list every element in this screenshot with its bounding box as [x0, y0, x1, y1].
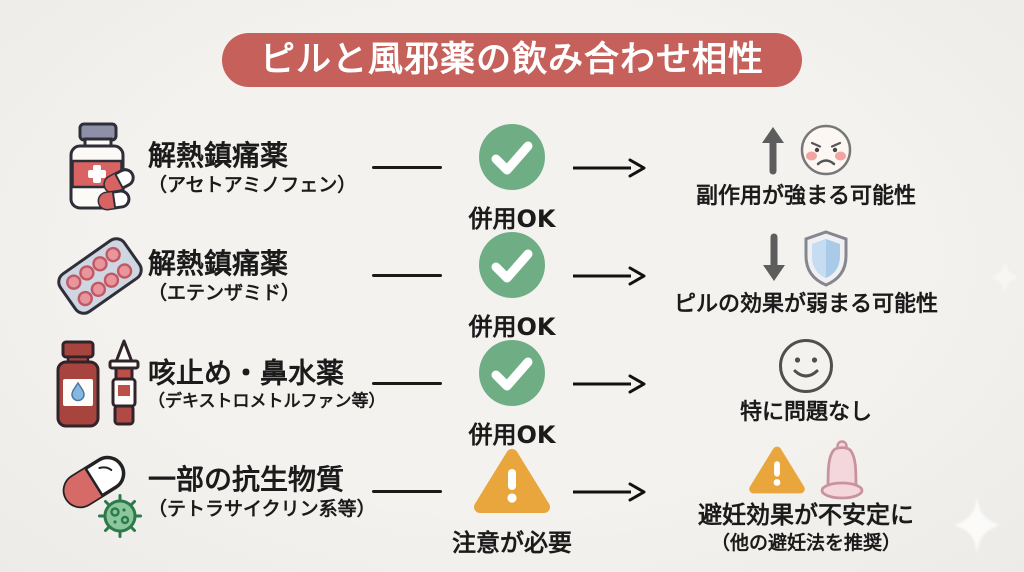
up-arrow-icon [759, 125, 787, 175]
warning-triangle-icon [471, 449, 553, 519]
blister-pack-icon [52, 230, 148, 322]
connector-line [372, 382, 442, 385]
result-group: 副作用が強まる可能性 [638, 122, 974, 210]
row-acetaminophen: 解熱鎮痛薬 （アセトアミノフェン） 併用OK [0, 114, 1024, 233]
status-label: 併用OK [468, 313, 556, 341]
status-label: 併用OK [468, 421, 556, 449]
result-label: ピルの効果が弱まる可能性 [673, 292, 938, 317]
result-label: 副作用が強まる可能性 [695, 184, 916, 209]
condom-icon [819, 439, 865, 501]
smiley-face-icon [777, 337, 835, 395]
medicine-subname: （エテンザミド） [148, 282, 301, 305]
right-arrow-icon [572, 157, 646, 179]
status-warning: 注意が必要 [442, 447, 582, 558]
check-circle-icon [478, 232, 546, 303]
connector-line [372, 490, 442, 493]
medicine-label-group: 解熱鎮痛薬 （アセトアミノフェン） [148, 138, 356, 198]
medicine-subname: （デキストロメトルファン等） [148, 391, 386, 412]
row-ethenzamide: 解熱鎮痛薬 （エテンザミド） 併用OK [0, 222, 1024, 341]
connector-line [372, 166, 442, 169]
down-arrow-icon [760, 233, 788, 283]
status-label: 併用OK [468, 205, 556, 233]
status-ok: 併用OK [442, 339, 582, 450]
capsule-germ-icon [52, 446, 148, 538]
result-group: 避妊効果が不安定に （他の避妊法を推奨） [638, 439, 974, 555]
medicine-label-group: 咳止め・鼻水薬 （デキストロメトルファン等） [148, 355, 386, 412]
title-banner: ピルと風邪薬の飲み合わせ相性 [221, 33, 803, 87]
check-circle-icon [478, 124, 546, 195]
right-arrow-icon [572, 481, 646, 503]
warning-triangle-icon [747, 445, 807, 495]
medicine-subname: （テトラサイクリン系等） [148, 498, 376, 521]
result-label: 特に問題なし [739, 400, 872, 425]
result-group: ピルの効果が弱まる可能性 [638, 229, 974, 318]
status-ok: 併用OK [442, 123, 582, 234]
syrup-bottle-nasal-spray-icon [52, 336, 148, 432]
worried-face-icon [799, 123, 853, 177]
status-label: 注意が必要 [452, 529, 572, 557]
medicine-name: 解熱鎮痛薬 [148, 247, 289, 281]
result-group: 特に問題なし [638, 338, 974, 426]
medicine-name: 咳止め・鼻水薬 [148, 356, 345, 390]
medicine-name: 一部の抗生物質 [148, 463, 345, 497]
check-circle-icon [478, 340, 546, 411]
row-antibiotics: 一部の抗生物質 （テトラサイクリン系等） 注意が必要 [0, 438, 1024, 566]
medicine-subname: （アセトアミノフェン） [148, 174, 357, 197]
medicine-label-group: 一部の抗生物質 （テトラサイクリン系等） [148, 462, 376, 522]
medicine-label-group: 解熱鎮痛薬 （エテンザミド） [148, 246, 300, 306]
row-cough-nasal: 咳止め・鼻水薬 （デキストロメトルファン等） 併用OK [0, 330, 1024, 449]
connector-line [372, 274, 442, 277]
medicine-name: 解熱鎮痛薬 [148, 139, 289, 173]
shield-icon [800, 229, 852, 287]
result-sublabel: （他の避妊法を推奨） [710, 531, 901, 554]
right-arrow-icon [572, 265, 646, 287]
result-label: 避妊効果が不安定に [698, 501, 914, 529]
pill-bottle-capsules-icon [52, 121, 148, 215]
status-ok: 併用OK [442, 231, 582, 342]
right-arrow-icon [572, 373, 646, 395]
